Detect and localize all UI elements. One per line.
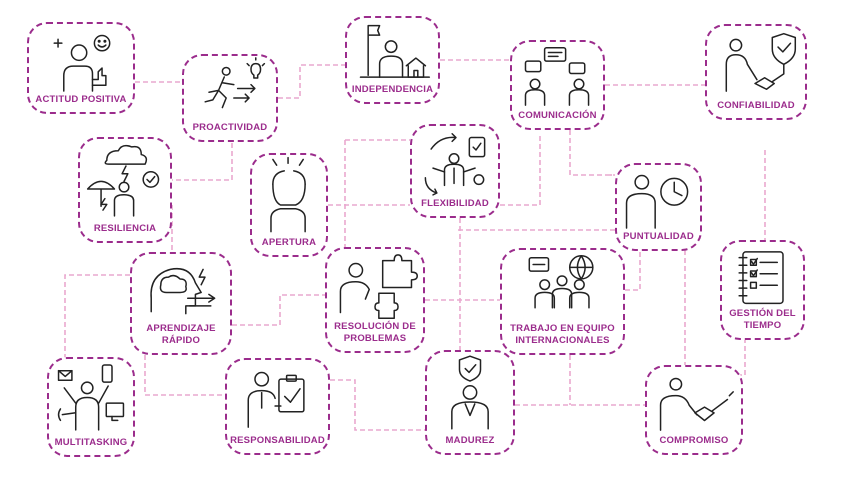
node-label: INDEPENDENCIA bbox=[351, 84, 434, 95]
node-label: RESILIENCIA bbox=[93, 223, 157, 234]
node-compromiso[interactable]: COMPROMISO bbox=[645, 365, 743, 455]
running-person-idea-icon bbox=[184, 56, 276, 140]
connector-line bbox=[458, 229, 641, 250]
connector-line bbox=[144, 355, 225, 396]
node-label: APERTURA bbox=[261, 237, 317, 248]
connector-line bbox=[500, 135, 541, 206]
node-multitasking[interactable]: MULTITASKING bbox=[47, 357, 135, 457]
node-label: MADUREZ bbox=[445, 435, 495, 446]
node-label: COMUNICACIÓN bbox=[518, 110, 597, 121]
node-label: GESTIÓN DEL TIEMPO bbox=[729, 308, 796, 331]
connector-line bbox=[64, 274, 130, 360]
node-label: TRABAJO EN EQUIPO INTERNACIONALES bbox=[510, 323, 615, 346]
person-arrows-gears-icon bbox=[412, 126, 498, 216]
node-puntualidad[interactable]: PUNTUALIDAD bbox=[615, 163, 702, 251]
person-flag-house-icon bbox=[347, 18, 438, 102]
node-confiabilidad[interactable]: CONFIABILIDAD bbox=[705, 24, 807, 120]
brain-head-arrows-icon bbox=[132, 254, 230, 353]
node-resiliencia[interactable]: RESILIENCIA bbox=[78, 137, 172, 243]
node-label: PUNTUALIDAD bbox=[623, 231, 694, 242]
multitasking-person-icon bbox=[49, 359, 133, 455]
node-actitud-positiva[interactable]: ACTITUD POSITIVA bbox=[27, 22, 135, 114]
thumbs-up-person-icon bbox=[29, 24, 133, 112]
node-resolucion-de-problemas[interactable]: RESOLUCIÓN DE PROBLEMAS bbox=[325, 247, 425, 353]
person-umbrella-storm-icon bbox=[80, 139, 170, 241]
node-label: MULTITASKING bbox=[54, 437, 128, 448]
team-globe-icon bbox=[502, 250, 623, 353]
node-apertura[interactable]: APERTURA bbox=[250, 153, 328, 257]
connector-line bbox=[170, 143, 233, 181]
node-proactividad[interactable]: PROACTIVIDAD bbox=[182, 54, 278, 142]
connector-line bbox=[330, 379, 425, 431]
node-label: FLEXIBILIDAD bbox=[421, 198, 489, 209]
node-flexibilidad[interactable]: FLEXIBILIDAD bbox=[410, 124, 500, 218]
person-puzzle-icon bbox=[327, 249, 423, 351]
open-head-icon bbox=[252, 155, 326, 255]
node-label: ACTITUD POSITIVA bbox=[35, 94, 127, 105]
handshake-shield-icon bbox=[707, 26, 805, 118]
node-trabajo-en-equipo-internacionales[interactable]: TRABAJO EN EQUIPO INTERNACIONALES bbox=[500, 248, 625, 355]
person-clipboard-icon bbox=[227, 360, 328, 453]
connector-line bbox=[232, 294, 325, 326]
node-label: CONFIABILIDAD bbox=[717, 100, 795, 111]
node-responsabilidad[interactable]: RESPONSABILIDAD bbox=[225, 358, 330, 455]
person-shield-icon bbox=[427, 352, 513, 453]
node-independencia[interactable]: INDEPENDENCIA bbox=[345, 16, 440, 104]
node-label: PROACTIVIDAD bbox=[192, 122, 268, 133]
node-madurez[interactable]: MADUREZ bbox=[425, 350, 515, 455]
connector-line bbox=[625, 250, 641, 291]
connector-line bbox=[569, 130, 615, 176]
connector-line bbox=[278, 64, 345, 99]
connector-line bbox=[705, 340, 746, 376]
node-label: RESOLUCIÓN DE PROBLEMAS bbox=[334, 321, 416, 344]
node-label: APRENDIZAJE RÁPIDO bbox=[146, 323, 216, 346]
node-aprendizaje-rapido[interactable]: APRENDIZAJE RÁPIDO bbox=[130, 252, 232, 355]
handshake-icon bbox=[647, 367, 741, 453]
node-gestion-del-tiempo[interactable]: GESTIÓN DEL TIEMPO bbox=[720, 240, 805, 340]
node-label: COMPROMISO bbox=[659, 435, 729, 446]
people-chat-bubbles-icon bbox=[512, 42, 603, 128]
person-clock-icon bbox=[617, 165, 700, 249]
node-label: RESPONSABILIDAD bbox=[230, 435, 325, 446]
checklist-icon bbox=[722, 242, 803, 338]
node-comunicacion[interactable]: COMUNICACIÓN bbox=[510, 40, 605, 130]
